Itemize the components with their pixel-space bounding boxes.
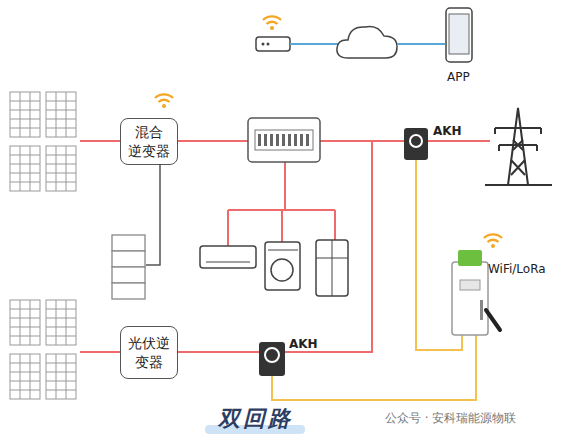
caption: 双回路 bbox=[218, 404, 293, 434]
inverter-box: 混合 逆变器 bbox=[120, 118, 178, 166]
app-label: APP bbox=[447, 70, 470, 84]
inverter-label: 光伏逆变器 bbox=[126, 334, 172, 372]
ct-label: AKH bbox=[433, 124, 462, 138]
comm-label: WiFi/LoRa bbox=[488, 262, 546, 276]
inverter-box: 光伏逆变器 bbox=[120, 326, 178, 379]
ct-label: AKH bbox=[289, 337, 318, 351]
watermark: 公众号 · 安科瑞能源物联 bbox=[385, 410, 516, 427]
inverter-label: 混合 逆变器 bbox=[126, 123, 172, 161]
